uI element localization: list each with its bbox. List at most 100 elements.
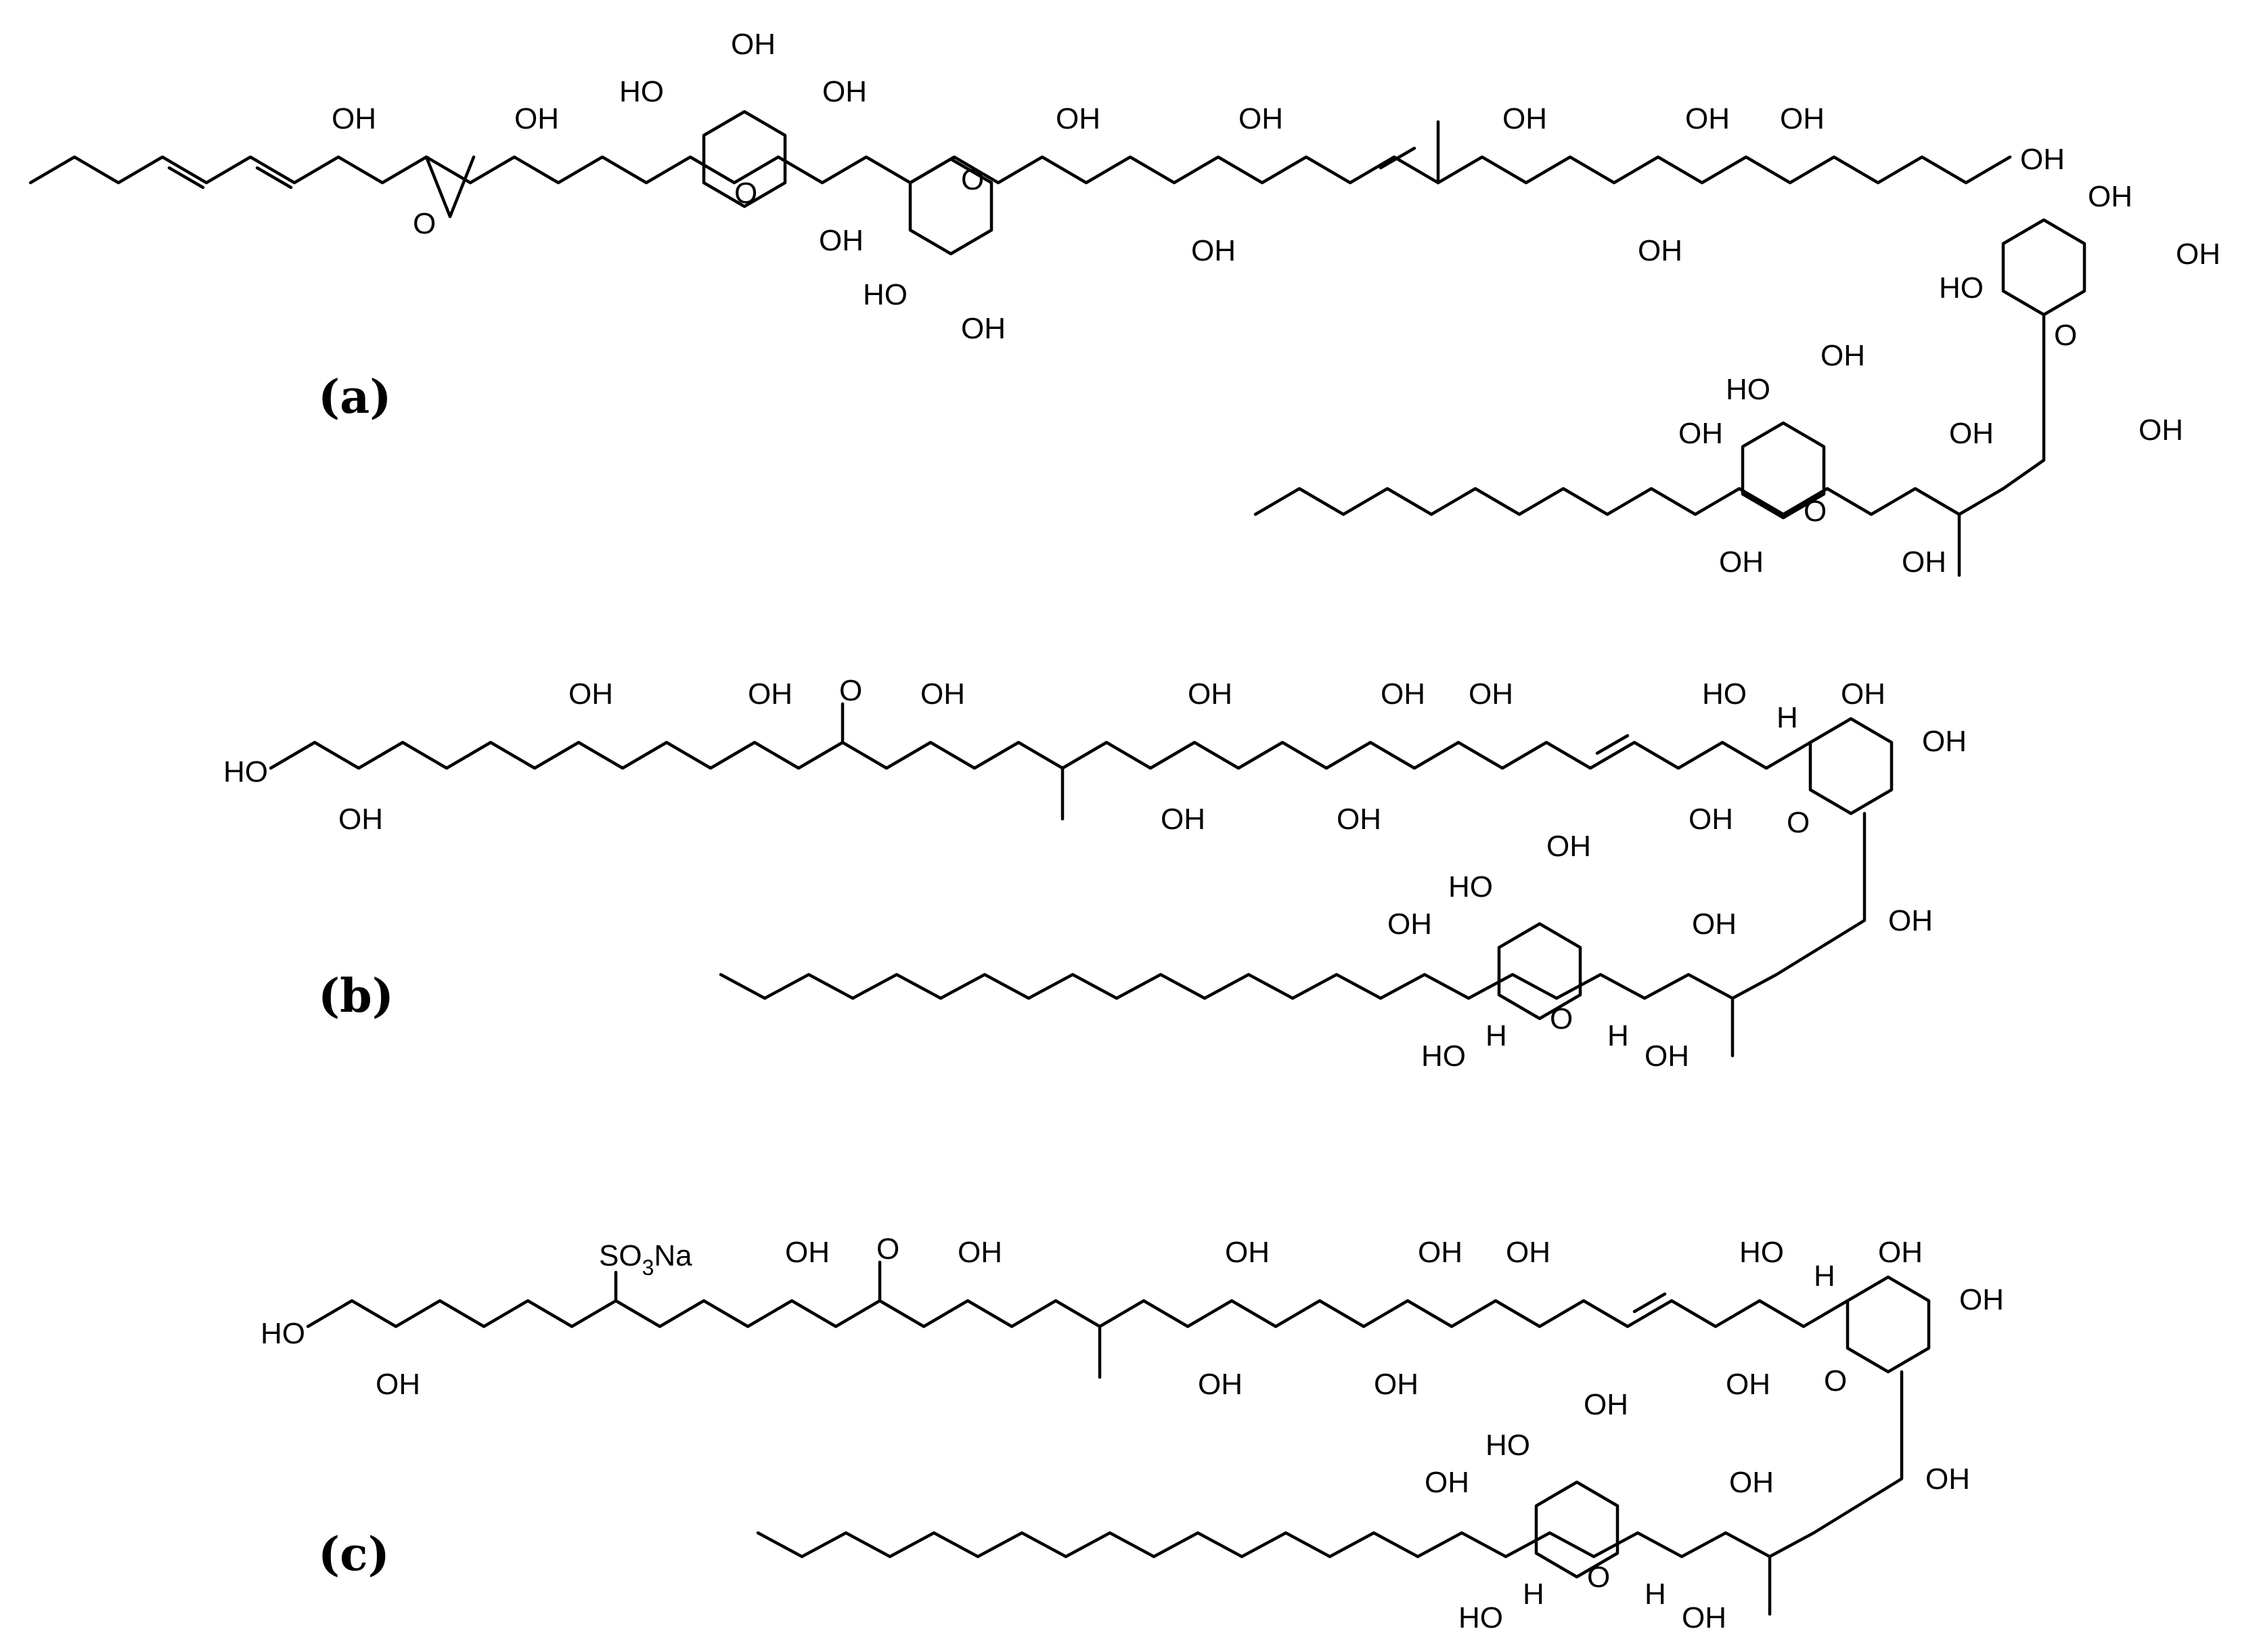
hydroxyl-label-left: HO: [1726, 373, 1770, 406]
hydroxyl-label: OH: [1469, 677, 1513, 711]
hydroxyl-label: OH: [1682, 1601, 1726, 1634]
hydroxyl-label: OH: [2020, 143, 2065, 176]
hydroxyl-label: OH: [1188, 677, 1232, 711]
hydroxyl-label: OH: [338, 803, 383, 836]
hydroxyl-label: OH: [958, 1236, 1002, 1269]
hydroxyl-label: OH: [1161, 803, 1205, 836]
sulfonate-label: SO3Na: [599, 1239, 692, 1280]
hydroxyl-label: OH: [568, 677, 613, 711]
hydroxyl-label: OH: [1506, 1236, 1550, 1269]
hydroxyl-label: OH: [1678, 417, 1723, 450]
hydroxyl-label: OH: [1546, 830, 1591, 863]
hydroxyl-label-left: HO: [1939, 271, 1984, 305]
structure-b-double-bond: [1595, 734, 1630, 755]
structure-a-double-bond: [167, 166, 205, 189]
hydroxyl-label: OH: [1638, 234, 1682, 267]
hydroxyl-label: OH: [2088, 180, 2132, 213]
hydroxyl-label: OH: [1922, 725, 1967, 758]
hydroxyl-label: OH: [1925, 1463, 1970, 1496]
hydroxyl-label-left: HO: [1421, 1040, 1466, 1073]
structure-a-pyran-ring: [908, 157, 993, 256]
hydroxyl-label-left: HO: [1739, 1236, 1784, 1269]
hydroxyl-label-left: HO: [1458, 1601, 1503, 1634]
hydroxyl-label: OH: [1949, 417, 1994, 450]
hydroxyl-label: OH: [731, 28, 776, 61]
hydroxyl-label: OH: [1191, 234, 1236, 267]
structure-b: HO OH OH OH O OH OH OH OH OH OH HO H OH …: [223, 674, 1967, 1073]
ring-oxygen-label: O: [1824, 1364, 1847, 1398]
structure-b-pyran-ring: [1497, 922, 1582, 1021]
hydroxyl-label-left: HO: [1702, 677, 1747, 711]
ring-oxygen-label: O: [734, 177, 757, 210]
hydrogen-label: H: [1607, 1019, 1629, 1052]
hydroxyl-label: OH: [1198, 1368, 1243, 1401]
hydroxyl-label: OH: [1689, 803, 1733, 836]
hydroxyl-label: OH: [332, 102, 376, 135]
hydroxyl-label-left: HO: [261, 1317, 305, 1350]
hydroxyl-label: OH: [819, 224, 864, 257]
hydroxyl-label: OH: [2176, 238, 2220, 271]
structure-a-double-bond: [255, 166, 293, 189]
hydrogen-label: H: [1814, 1259, 1835, 1293]
hydroxyl-label: OH: [1820, 339, 1865, 372]
hydroxyl-label-left: HO: [863, 278, 908, 311]
hydroxyl-label: OH: [1780, 102, 1825, 135]
hydroxyl-label: OH: [1374, 1368, 1418, 1401]
hydroxyl-label: OH: [2139, 414, 2183, 447]
hydroxyl-label: OH: [1645, 1040, 1689, 1073]
hydroxyl-label: OH: [785, 1236, 830, 1269]
hydroxyl-label: OH: [1387, 908, 1432, 941]
structure-a-pyran-ring: [1741, 421, 1826, 520]
panel-label-a: (a): [318, 370, 391, 424]
hydroxyl-label: OH: [1726, 1368, 1770, 1401]
ring-oxygen-label: O: [961, 163, 984, 196]
hydroxyl-label: OH: [822, 75, 867, 108]
hydrogen-label: H: [1485, 1019, 1507, 1052]
ring-oxygen-label: O: [1787, 806, 1810, 839]
structure-b-pyran-ring: [1808, 717, 1894, 816]
hydroxyl-label-left: HO: [1448, 870, 1493, 903]
structure-b-main-chain: [269, 740, 1812, 770]
hydroxyl-label: OH: [961, 312, 1006, 345]
hydroxyl-label: OH: [1685, 102, 1730, 135]
hydroxyl-label: OH: [748, 677, 792, 711]
hydroxyl-label-left: HO: [619, 75, 664, 108]
structure-c-pyran-ring: [1534, 1480, 1619, 1579]
hydroxyl-label: OH: [1841, 677, 1885, 711]
hydroxyl-label: OH: [1418, 1236, 1462, 1269]
structure-a-lower-chain: [1253, 313, 2046, 516]
hydrogen-label: H: [1645, 1578, 1666, 1611]
ring-oxygen-label: O: [1550, 1002, 1573, 1035]
panel-label-b: (b): [318, 969, 394, 1023]
panel-label-c: (c): [318, 1527, 390, 1582]
hydroxyl-label: OH: [1959, 1283, 2004, 1316]
hydroxyl-label-left: HO: [223, 755, 268, 788]
hydroxyl-label: OH: [1888, 904, 1933, 937]
hydroxyl-label: OH: [1337, 803, 1381, 836]
hydroxyl-label: OH: [1381, 677, 1425, 711]
structure-c-pyran-ring: [1846, 1275, 1931, 1374]
hydroxyl-label: OH: [1729, 1466, 1774, 1499]
ketone-oxygen-label: O: [876, 1232, 899, 1266]
hydroxyl-label: OH: [1425, 1466, 1469, 1499]
structure-a-epoxide: [424, 155, 476, 219]
structure-c-double-bond: [1632, 1292, 1667, 1314]
structure-c-lower-chain: [756, 1370, 1904, 1559]
structure-a-pyran-ring: [2001, 218, 2086, 317]
hydroxyl-label: OH: [1584, 1388, 1628, 1421]
hydroxyl-label: OH: [1238, 102, 1283, 135]
hydroxyl-label: OH: [1902, 545, 1946, 579]
hydroxyl-label-left: HO: [1485, 1429, 1530, 1462]
hydroxyl-label: OH: [1878, 1236, 1923, 1269]
hydrogen-label: H: [1776, 701, 1798, 734]
structure-b-lower-chain: [719, 811, 1867, 1000]
hydroxyl-label: OH: [1692, 908, 1737, 941]
hydroxyl-label: OH: [1225, 1236, 1270, 1269]
hydroxyl-label: OH: [376, 1368, 420, 1401]
structure-a-pyranose-ring: [702, 110, 787, 208]
structure-a-main-chain: [28, 155, 2012, 185]
hydroxyl-label: OH: [1719, 545, 1764, 579]
ring-oxygen-label: O: [1804, 495, 1827, 528]
structure-a: OH OH O OH HO OH O OH O HO OH OH OH OH O…: [28, 28, 2220, 579]
